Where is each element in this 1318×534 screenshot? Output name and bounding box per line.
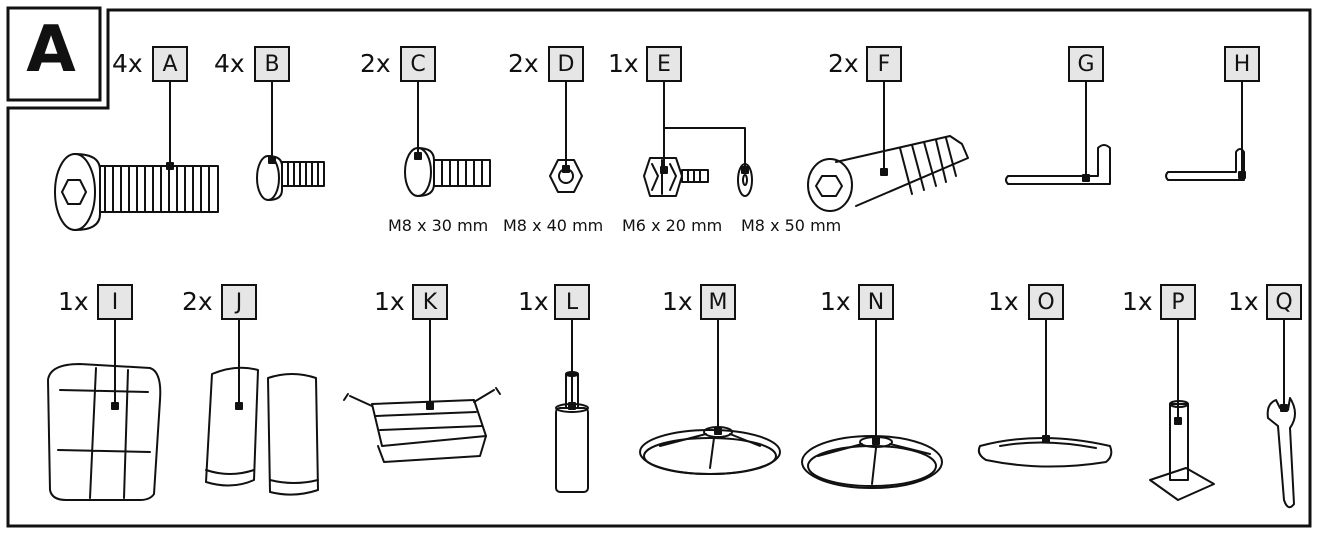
knob-screw-e-icon <box>643 157 709 197</box>
part-j-label: J <box>221 284 257 320</box>
part-i-label: I <box>97 284 133 320</box>
part-k-qty: 1x <box>374 287 405 316</box>
nut-d-icon <box>549 159 583 193</box>
leader-line-e <box>663 81 746 171</box>
part-m-label: M <box>700 284 736 320</box>
part-i-qty: 1x <box>58 287 89 316</box>
allen-key-h-icon <box>1165 148 1246 181</box>
part-q-qty: 1x <box>1228 287 1259 316</box>
allen-key-g-icon <box>1005 144 1111 185</box>
base-plate-o-icon <box>977 435 1113 468</box>
bolt-b-icon <box>256 155 325 201</box>
part-b-qty: 4x <box>214 49 245 78</box>
base-m-icon <box>639 426 781 475</box>
spanner-q-icon <box>1266 397 1296 509</box>
gas-lift-l-icon <box>555 371 589 493</box>
dim-label-e: M6 x 20 mm <box>622 216 723 235</box>
part-l-qty: 1x <box>518 287 549 316</box>
washer-e-icon <box>737 163 753 197</box>
part-n-label: N <box>858 284 894 320</box>
part-j-qty: 2x <box>182 287 213 316</box>
dim-label-f: M8 x 50 mm <box>741 216 842 235</box>
armrest-pads-j-icon <box>205 366 319 496</box>
seat-mechanism-k-icon <box>343 387 501 463</box>
part-q-label: Q <box>1266 284 1302 320</box>
bolt-a-icon <box>54 153 219 231</box>
part-n-qty: 1x <box>820 287 851 316</box>
part-f-qty: 2x <box>828 49 859 78</box>
part-c-qty: 2x <box>360 49 391 78</box>
cap-screw-f-icon <box>807 135 969 212</box>
part-o-qty: 1x <box>988 287 1019 316</box>
part-p-label: P <box>1160 284 1196 320</box>
part-m-qty: 1x <box>662 287 693 316</box>
backrest-i-icon <box>47 363 162 501</box>
section-label: A <box>26 13 76 87</box>
part-h-label: H <box>1224 46 1260 82</box>
post-p-icon <box>1149 400 1215 501</box>
part-f-label: F <box>866 46 902 82</box>
part-a-qty: 4x <box>112 49 143 78</box>
part-o-label: O <box>1028 284 1064 320</box>
part-e-qty: 1x <box>608 49 639 78</box>
base-n-icon <box>801 435 943 489</box>
part-d-qty: 2x <box>508 49 539 78</box>
dim-label-d: M8 x 40 mm <box>503 216 604 235</box>
part-l-label: L <box>554 284 590 320</box>
bolt-c-icon <box>404 147 491 197</box>
part-e-label: E <box>646 46 682 82</box>
dim-label-c: M8 x 30 mm <box>388 216 489 235</box>
part-a-label: A <box>152 46 188 82</box>
part-p-qty: 1x <box>1122 287 1153 316</box>
